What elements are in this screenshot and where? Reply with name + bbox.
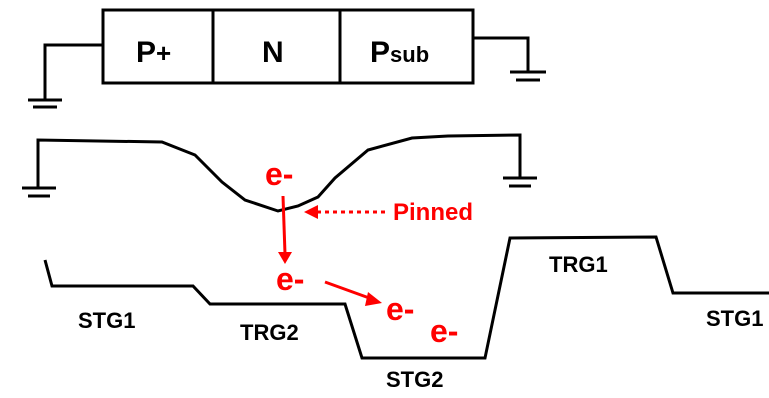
transfer-arrow-right bbox=[324, 280, 373, 301]
region-label-p-sub: Psub bbox=[370, 36, 429, 69]
electron-label-stg1: e- bbox=[276, 261, 304, 297]
transfer-arrow-down bbox=[281, 195, 287, 255]
left-contact-wire bbox=[43, 43, 103, 100]
ground-icon-top-right bbox=[510, 70, 546, 82]
transfer-arrow-down-head bbox=[278, 252, 292, 264]
label-stg1-left: STG1 bbox=[78, 308, 135, 333]
electron-label-stg2-a: e- bbox=[386, 291, 414, 327]
ground-icon-middle-right bbox=[503, 176, 537, 188]
ground-icon-top-left bbox=[28, 98, 62, 109]
label-trg1: TRG1 bbox=[549, 252, 608, 277]
electron-label-stg2-b: e- bbox=[430, 313, 458, 349]
electron-label-well: e- bbox=[265, 156, 293, 192]
potential-well-curve bbox=[36, 133, 522, 213]
ground-icon-middle-left bbox=[22, 186, 56, 198]
top-wiring bbox=[43, 36, 530, 100]
label-stg2: STG2 bbox=[386, 367, 443, 392]
right-contact-wire bbox=[473, 36, 530, 72]
transfer-arrow-right-head bbox=[365, 292, 382, 306]
label-stg1-right: STG1 bbox=[706, 306, 763, 331]
gate-potential-profile bbox=[43, 235, 769, 360]
region-label-p-plus: P+ bbox=[136, 36, 171, 69]
region-label-n: N bbox=[262, 36, 284, 69]
pinned-label: Pinned bbox=[393, 199, 473, 226]
pinned-arrow-head bbox=[304, 205, 318, 219]
label-trg2: TRG2 bbox=[240, 320, 299, 345]
